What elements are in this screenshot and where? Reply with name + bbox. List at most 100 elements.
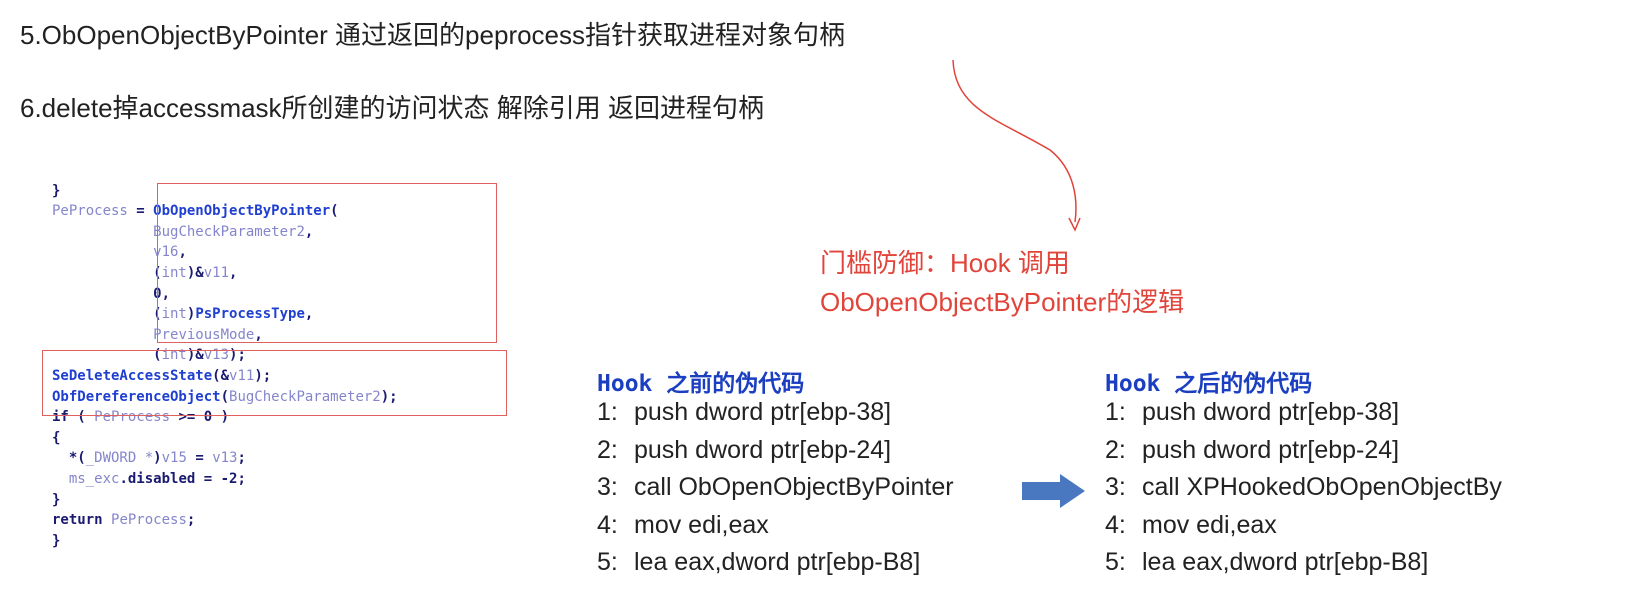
line-number: 2:: [597, 435, 618, 464]
code-token: BugCheckParameter2: [153, 223, 305, 240]
code-token: PeProcess: [111, 512, 187, 529]
code-token: BugCheckParameter2: [229, 388, 381, 405]
code-token: );: [380, 388, 398, 405]
asm-line: 4: mov edi,eax: [597, 511, 954, 549]
code-token: (: [220, 388, 230, 405]
line-number: 3:: [1105, 473, 1126, 501]
code-line: {: [52, 428, 398, 449]
code-line: ObfDereferenceObject(BugCheckParameter2)…: [52, 387, 398, 408]
code-token: PsProcessType: [195, 306, 305, 323]
code-token: ObOpenObjectByPointer: [153, 203, 331, 220]
asm-line: 2: push dword ptr[ebp-24]: [1105, 436, 1502, 474]
code-line: (int)&v13);: [52, 345, 398, 366]
code-line: SeDeleteAccessState(&v11);: [52, 366, 398, 387]
code-token: int: [161, 306, 187, 323]
code-token: ): [153, 450, 162, 467]
note-line-2: ObOpenObjectByPointer的逻辑: [820, 287, 1185, 317]
code-token: >= 0 ): [170, 409, 230, 426]
asm-line: 1: push dword ptr[ebp-38]: [1105, 398, 1502, 436]
code-token: _DWORD *: [85, 450, 154, 467]
code-token: if: [52, 409, 69, 426]
instruction: push dword ptr[ebp-38]: [1142, 398, 1400, 426]
code-token: );: [254, 367, 272, 384]
instruction: mov edi,eax: [634, 510, 769, 539]
code-token: v11: [229, 367, 255, 384]
code-token: v16: [153, 244, 179, 261]
code-token: ms_exc: [68, 470, 120, 487]
code-token: v13: [203, 347, 230, 364]
heading-step-5: 5.ObOpenObjectByPointer 通过返回的peprocess指针…: [20, 20, 846, 50]
code-token: =: [127, 203, 154, 220]
code-token: }: [52, 182, 61, 199]
code-token: (: [52, 347, 162, 364]
instruction: lea eax,dword ptr[ebp-B8]: [1142, 548, 1429, 576]
asm-line: 3:call ObOpenObjectByPointer: [597, 473, 954, 511]
code-token: ,: [178, 244, 187, 261]
code-token: )&: [186, 264, 204, 281]
after-title: Hook 之后的伪代码: [1105, 371, 1313, 397]
asm-line: 3: call XPHookedObOpenObjectBy: [1105, 473, 1502, 511]
code-token: ,: [304, 306, 314, 323]
line-number: 4:: [597, 510, 618, 539]
code-token: PeProcess: [94, 409, 171, 426]
highlight-box-call: [157, 183, 497, 343]
instruction: push dword ptr[ebp-24]: [1142, 435, 1400, 464]
code-token: (: [330, 203, 339, 220]
code-line: *(_DWORD *)v15 = v13;: [52, 448, 398, 469]
after-list: 1: push dword ptr[ebp-38] 2: push dword ptr…: [1105, 398, 1502, 586]
code-token: v11: [203, 264, 230, 281]
line-number: 1:: [1105, 398, 1126, 426]
code-token: SeDeleteAccessState: [52, 367, 213, 384]
line-number: 3:: [597, 473, 618, 501]
code-line: v16,: [52, 242, 398, 263]
code-token: );: [229, 347, 246, 364]
instruction: lea eax,dword ptr[ebp-B8]: [634, 548, 921, 576]
code-line: PeProcess = ObOpenObjectByPointer(: [52, 201, 398, 222]
code-token: }: [52, 491, 61, 508]
instruction: push dword ptr[ebp-38]: [634, 398, 892, 426]
code-line: }: [52, 490, 398, 511]
code-line: }: [52, 531, 398, 552]
code-token: ,: [254, 326, 263, 343]
code-line: PreviousMode,: [52, 325, 398, 346]
code-token: ;: [186, 512, 196, 529]
code-token: (&: [212, 367, 230, 384]
code-token: ,: [229, 264, 238, 281]
code-token: ObfDereferenceObject: [52, 388, 221, 405]
code-token: v15: [161, 450, 187, 467]
code-token: }: [52, 532, 61, 549]
highlight-box-cleanup: [42, 350, 507, 416]
code-token: int: [161, 264, 187, 281]
before-title: Hook 之前的伪代码: [597, 371, 805, 397]
code-token: .disabled = -2;: [119, 470, 246, 487]
code-token: (: [68, 409, 95, 426]
asm-line: 5: lea eax,dword ptr[ebp-B8]: [1105, 548, 1502, 586]
asm-line: 1:push dword ptr[ebp-38]: [597, 398, 954, 436]
instruction: mov edi,eax: [1142, 510, 1277, 539]
code-token: )&: [186, 347, 204, 364]
code-token: int: [161, 347, 187, 364]
code-token: PreviousMode: [153, 326, 255, 343]
asm-line: 4: mov edi,eax: [1105, 511, 1502, 549]
code-line: if ( PeProcess >= 0 ): [52, 407, 398, 428]
before-list: 1:push dword ptr[ebp-38]2: push dword ptr…: [597, 398, 954, 586]
instruction: call XPHookedObOpenObjectBy: [1142, 473, 1502, 501]
code-token: =: [186, 450, 213, 467]
code-line: return PeProcess;: [52, 510, 398, 531]
heading-step-6: 6.delete掉accessmask所创建的访问状态 解除引用 返回进程句柄: [20, 93, 765, 123]
code-token: v13: [212, 450, 238, 467]
code-token: *(: [52, 450, 86, 467]
line-number: 5:: [597, 548, 618, 576]
code-line: ms_exc.disabled = -2;: [52, 469, 398, 490]
line-number: 2:: [1105, 435, 1126, 464]
code-token: ): [186, 306, 196, 323]
line-number: 4:: [1105, 510, 1126, 539]
instruction: push dword ptr[ebp-24]: [634, 435, 892, 464]
asm-line: 2: push dword ptr[ebp-24]: [597, 436, 954, 474]
asm-line: 5: lea eax,dword ptr[ebp-B8]: [597, 548, 954, 586]
code-token: return: [52, 512, 103, 529]
note-line-1: 门槛防御：Hook 调用: [820, 248, 1070, 278]
line-number: 5:: [1105, 548, 1126, 576]
code-token: {: [52, 429, 61, 446]
